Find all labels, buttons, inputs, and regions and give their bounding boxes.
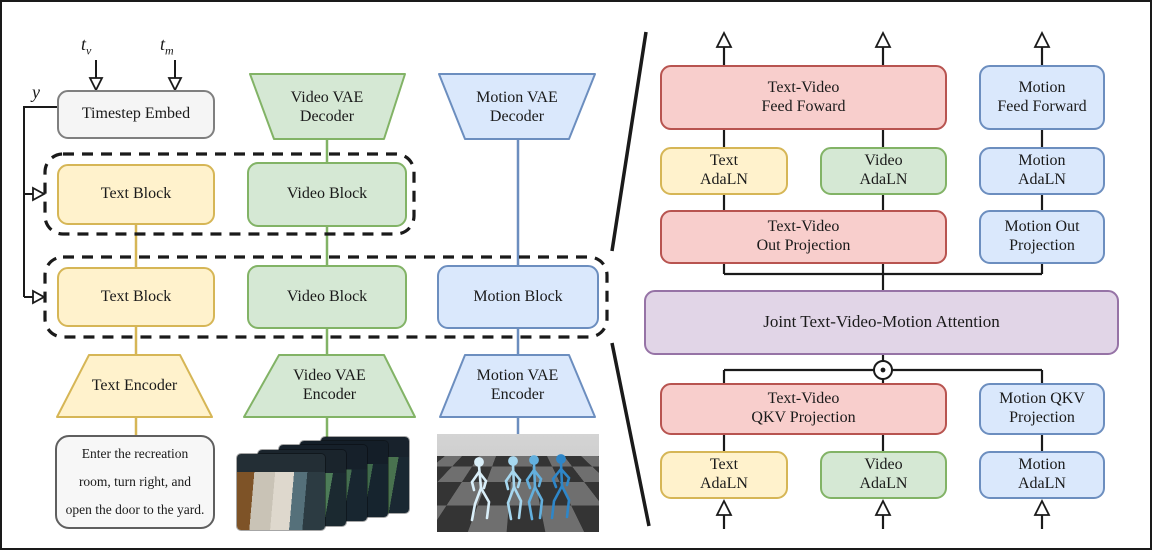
skeleton-2 (504, 456, 523, 521)
block-group-2-dashed-outline (43, 255, 609, 339)
motion-vae-decoder-shape (438, 73, 596, 140)
y-input-line (23, 106, 57, 298)
video-block-2-box: Video Block (247, 265, 407, 329)
timestep-motion-input-label: tm (160, 34, 174, 58)
skeleton-1 (470, 457, 491, 522)
motion-out-projection-box: Motion Out Projection (979, 210, 1105, 264)
video-vae-decoder-shape (249, 73, 406, 140)
y-input-label: y (32, 82, 40, 102)
right-panel-arrowheads (715, 30, 1051, 516)
text-video-out-projection-box: Text-Video Out Projection (660, 210, 947, 264)
block-group-1-dashed-outline (43, 152, 416, 236)
tm-arrow-head (167, 77, 183, 93)
skeleton-3 (525, 455, 544, 521)
motion-sequence-image (437, 434, 599, 532)
text-adaln-top-box: Text AdaLN (660, 147, 788, 195)
video-vae-encoder-shape (243, 354, 416, 418)
text-prompt-box: Enter the recreation room, turn right, a… (55, 435, 215, 529)
timestep-embed-box: Timestep Embed (57, 90, 215, 139)
joint-attention-box: Joint Text-Video-Motion Attention (644, 290, 1119, 355)
timestep-video-input-label: tv (81, 34, 92, 58)
text-encoder-shape (56, 354, 213, 418)
motion-feed-forward-box: Motion Feed Forward (979, 65, 1105, 130)
motion-qkv-projection-box: Motion QKV Projection (979, 383, 1105, 435)
video-frame-1 (237, 454, 325, 530)
video-adaln-top-box: Video AdaLN (820, 147, 947, 195)
skeleton-figures (470, 454, 571, 522)
text-block-2-box: Text Block (57, 267, 215, 327)
motion-adaln-bottom-box: Motion AdaLN (979, 451, 1105, 499)
elementwise-multiply-icon (873, 360, 893, 380)
motion-adaln-top-box: Motion AdaLN (979, 147, 1105, 195)
video-adaln-bottom-box: Video AdaLN (820, 451, 947, 499)
arrow-into-block-group-2 (32, 289, 46, 305)
arrow-into-block-group-1 (32, 186, 46, 202)
video-frames-image (237, 432, 412, 537)
text-adaln-bottom-box: Text AdaLN (660, 451, 788, 499)
text-block-1-box: Text Block (57, 164, 215, 225)
text-video-feed-forward-box: Text-Video Feed Foward (660, 65, 947, 130)
video-block-1-box: Video Block (247, 162, 407, 227)
motion-block-box: Motion Block (437, 265, 599, 329)
tv-arrow-head (88, 77, 104, 93)
text-video-qkv-projection-box: Text-Video QKV Projection (660, 383, 947, 435)
zoom-callout-line-bottom (610, 342, 651, 527)
skeleton-4 (550, 454, 571, 520)
zoom-callout-line-top (610, 31, 648, 252)
motion-vae-encoder-shape (439, 354, 596, 418)
